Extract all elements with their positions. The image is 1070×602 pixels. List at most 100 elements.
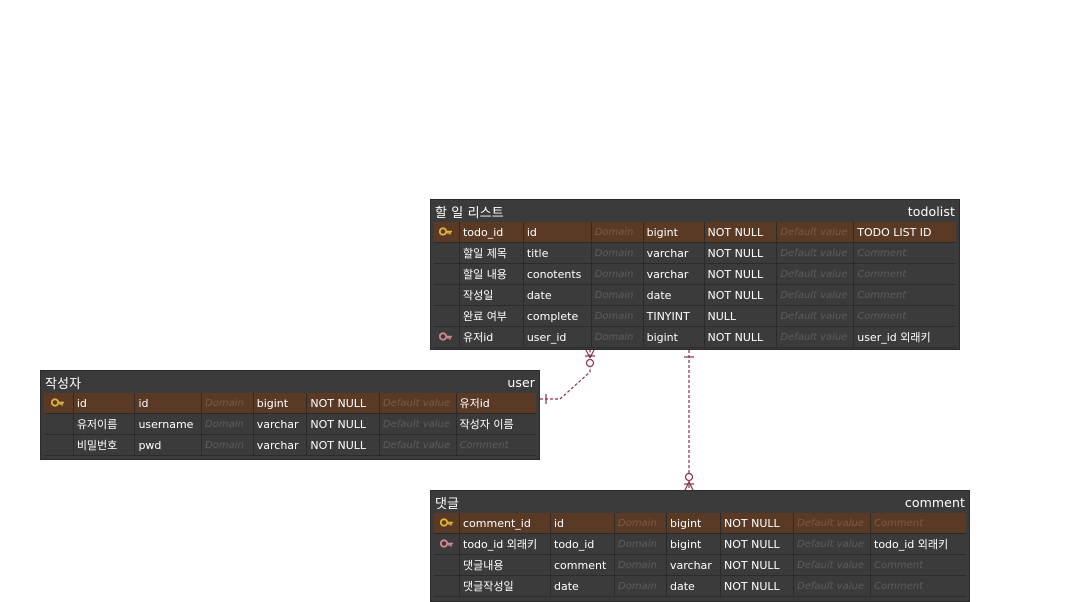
column-comment: Comment (874, 559, 923, 571)
column-physical-name: user_id (524, 327, 592, 347)
column-type: varchar (667, 555, 721, 575)
column-type: varchar (254, 435, 308, 455)
zero-marker-comment-side (684, 472, 694, 482)
key-cell (434, 576, 460, 596)
column-logical-name: 유저id (460, 327, 524, 347)
column-nullability: NOT NULL (705, 222, 778, 242)
column-default-value: Default value (794, 576, 871, 596)
column-physical-name: conotents (524, 264, 592, 284)
column-type: varchar (644, 264, 705, 284)
key-cell (434, 306, 460, 326)
column-comment: TODO LIST ID (857, 225, 932, 239)
column-domain: Domain (592, 285, 644, 305)
column-nullability: NOT NULL (307, 393, 380, 413)
column-nullability: NULL (705, 306, 778, 326)
column-comment: Comment (459, 439, 509, 451)
column-physical-name: title (524, 243, 592, 263)
table-header[interactable]: 작성자 user (41, 371, 539, 393)
primary-key-icon (439, 517, 454, 530)
zero-marker-todolist-side (585, 358, 595, 368)
column-domain: Domain (202, 393, 254, 413)
column-domain: Domain (615, 513, 667, 533)
column-comment: Comment (857, 247, 907, 259)
column-default-value: Default value (777, 327, 855, 347)
column-nullability: NOT NULL (307, 414, 380, 434)
column-default-value: Default value (794, 534, 871, 554)
table-header[interactable]: 할 일 리스트 todolist (431, 200, 959, 222)
column-default-value: Default value (794, 555, 871, 575)
column-default-value: Default value (777, 306, 855, 326)
column-physical-name: comment (551, 555, 615, 575)
primary-key-icon (51, 397, 65, 410)
column-nullability: NOT NULL (705, 327, 778, 347)
column-nullability: NOT NULL (307, 435, 380, 455)
column-domain: Domain (592, 222, 644, 242)
column-physical-name: id (524, 222, 592, 242)
column-domain: Domain (592, 264, 644, 284)
column-logical-name: 비밀번호 (74, 435, 136, 455)
column-default-value: Default value (794, 513, 871, 533)
table-logical-name: 작성자 (45, 376, 82, 392)
column-nullability: NOT NULL (705, 243, 778, 263)
column-logical-name: id (74, 393, 136, 413)
column-physical-name: id (135, 393, 203, 413)
column-logical-name: 댓글작성일 (460, 576, 551, 596)
column-default-value: Default value (380, 435, 457, 455)
column-comment: user_id 외래키 (857, 331, 931, 344)
column-default-value: Default value (777, 264, 855, 284)
many-marker-todolist-side-a (585, 349, 591, 359)
column-domain: Domain (615, 555, 667, 575)
column-domain: Domain (615, 576, 667, 596)
table-header[interactable]: 댓글 comment (431, 491, 969, 513)
column-physical-name: pwd (135, 435, 203, 455)
relationship-user-todolist (540, 350, 591, 400)
column-type: varchar (644, 243, 705, 263)
column-comment: Comment (857, 289, 907, 301)
column-logical-name: 할일 제목 (460, 243, 524, 263)
foreign-key-icon (439, 538, 454, 551)
column-nullability: NOT NULL (705, 285, 778, 305)
table-logical-name: 할 일 리스트 (435, 205, 504, 221)
column-default-value: Default value (777, 243, 855, 263)
column-comment: 작성자 이름 (459, 418, 514, 431)
column-physical-name: username (135, 414, 203, 434)
column-logical-name: todo_id (460, 222, 524, 242)
column-physical-name: todo_id (551, 534, 615, 554)
column-type: TINYINT (644, 306, 705, 326)
column-logical-name: comment_id (460, 513, 551, 533)
many-marker-todolist-side-b (589, 349, 595, 359)
table-logical-name: 댓글 (435, 496, 460, 512)
column-domain: Domain (592, 327, 644, 347)
column-type: varchar (254, 414, 308, 434)
column-domain: Domain (202, 435, 254, 455)
column-comment: Comment (857, 310, 907, 322)
many-marker-comment-side-b (688, 481, 694, 491)
key-cell (434, 327, 460, 347)
column-logical-name: 할일 내용 (460, 264, 524, 284)
column-nullability: NOT NULL (721, 576, 794, 596)
key-cell (434, 513, 460, 533)
column-domain: Domain (202, 414, 254, 434)
table-physical-name: todolist (907, 203, 955, 219)
column-physical-name: date (551, 576, 615, 596)
column-type: bigint (644, 222, 705, 242)
key-cell (44, 393, 74, 413)
column-comment: Comment (857, 268, 907, 280)
